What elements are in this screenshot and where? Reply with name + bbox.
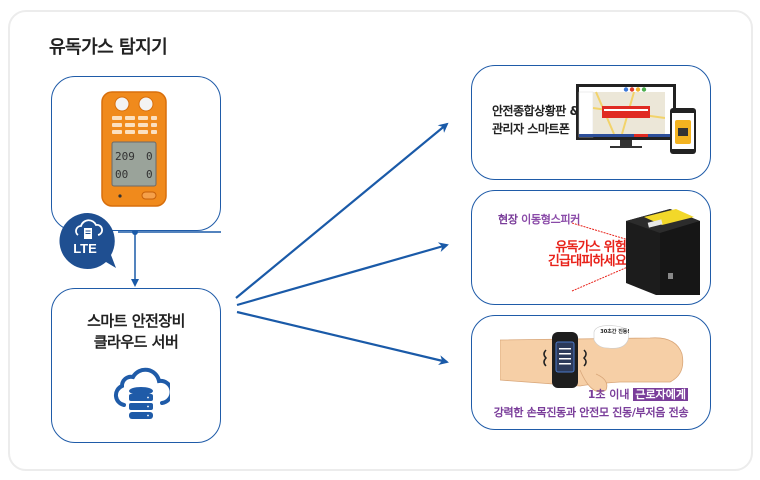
board-label-line2: 관리자 스마트폰 — [492, 122, 570, 136]
speaker-label-suffix: 이동형스피커 — [517, 213, 581, 226]
monitor-smartphone-image — [576, 84, 696, 154]
svg-text:0: 0 — [146, 168, 153, 181]
cloud-database-icon — [113, 367, 170, 419]
cloud-server-icon — [75, 219, 103, 236]
speaker-warning-text: 유독가스 위험 긴급대피하세요 — [528, 240, 627, 269]
cloud-server-card: 스마트 안전장비 클라우드 서버 — [51, 288, 221, 443]
lte-badge — [59, 212, 116, 269]
wristband-vibration-image — [500, 325, 684, 393]
vibration-bubble-text: 30초간 진동! — [600, 329, 630, 335]
server-label-line1: 스마트 안전장비 — [87, 312, 185, 330]
watch-line1-highlight: 근로자에게 — [633, 388, 688, 401]
server-label-line2: 클라우드 서버 — [93, 333, 179, 351]
svg-text:00: 00 — [115, 168, 128, 181]
warning-line2: 긴급대피하세요 — [547, 254, 627, 269]
server-label: 스마트 안전장비 클라우드 서버 — [52, 311, 220, 353]
gas-detector-device-image: 209 0 00 0 — [101, 91, 167, 207]
board-label: 안전종합상황판 & 관리자 스마트폰 — [492, 102, 580, 138]
diagram-title: 유독가스 탐지기 — [49, 37, 168, 58]
portable-speaker-image — [626, 209, 700, 295]
speaker-label-prefix: 현장 — [498, 213, 518, 226]
watch-line1: 1초 이내 근로자에게 — [588, 386, 688, 402]
speaker-label: 현장 이동형스피커 — [498, 211, 580, 227]
watch-line1-prefix: 1초 이내 — [587, 388, 634, 401]
board-label-line1: 안전종합상황판 & — [492, 104, 580, 118]
svg-text:0: 0 — [146, 150, 153, 163]
situation-board-card: 안전종합상황판 & 관리자 스마트폰 — [471, 65, 711, 180]
wristband-alert-card: 30초간 진동! 1초 이내 근로자에게 강력한 손목진동과 안전모 진동/부저… — [471, 315, 711, 430]
svg-text:209: 209 — [115, 150, 135, 163]
portable-speaker-card: 현장 이동형스피커 유독가스 위험 긴급대피하세요 — [471, 190, 711, 305]
lte-label: LTE — [73, 241, 97, 256]
warning-line1: 유독가스 위험 — [555, 240, 626, 255]
watch-line2: 강력한 손목진동과 안전모 진동/부저음 전송 — [493, 406, 689, 419]
